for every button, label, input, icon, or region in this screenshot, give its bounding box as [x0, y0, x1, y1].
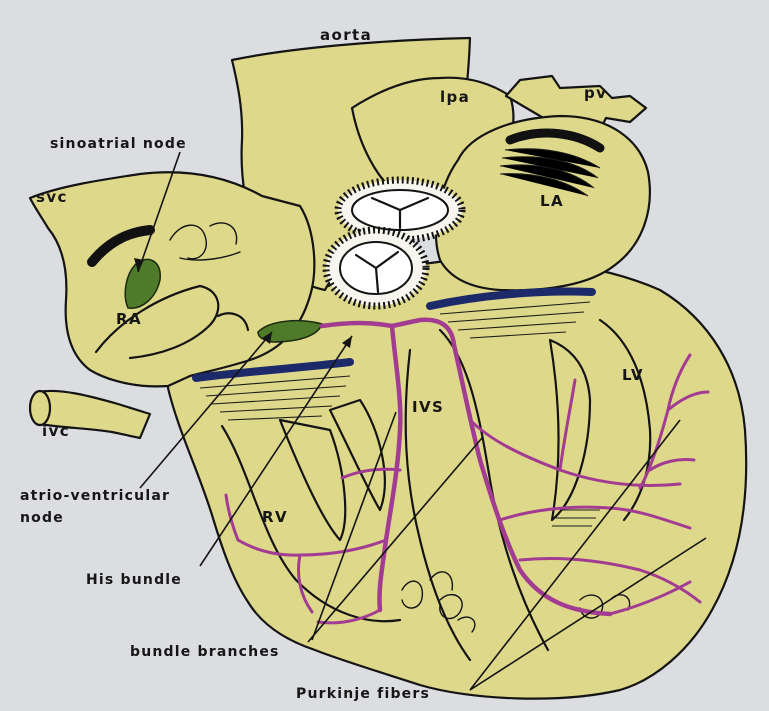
label-lv: LV — [622, 366, 644, 384]
callout-sinoatrial-node: sinoatrial node — [50, 136, 187, 152]
label-ivc: ivc — [42, 422, 70, 440]
label-ivs: IVS — [412, 398, 444, 416]
label-aorta: aorta — [320, 26, 372, 44]
label-rv: RV — [262, 508, 288, 526]
label-pv: pv — [584, 84, 607, 102]
label-svc: svc — [36, 188, 68, 206]
callout-his-bundle: His bundle — [86, 572, 182, 588]
callout-av-node-line2: node — [20, 510, 64, 526]
callout-av-node-line1: atrio-ventricular — [20, 488, 170, 504]
callout-purkinje-fibers: Purkinje fibers — [296, 686, 430, 702]
callout-bundle-branches: bundle branches — [130, 644, 280, 660]
label-lpa: lpa — [440, 88, 470, 106]
ivc-opening — [30, 391, 50, 425]
label-ra: RA — [116, 310, 142, 328]
label-la: LA — [540, 192, 564, 210]
